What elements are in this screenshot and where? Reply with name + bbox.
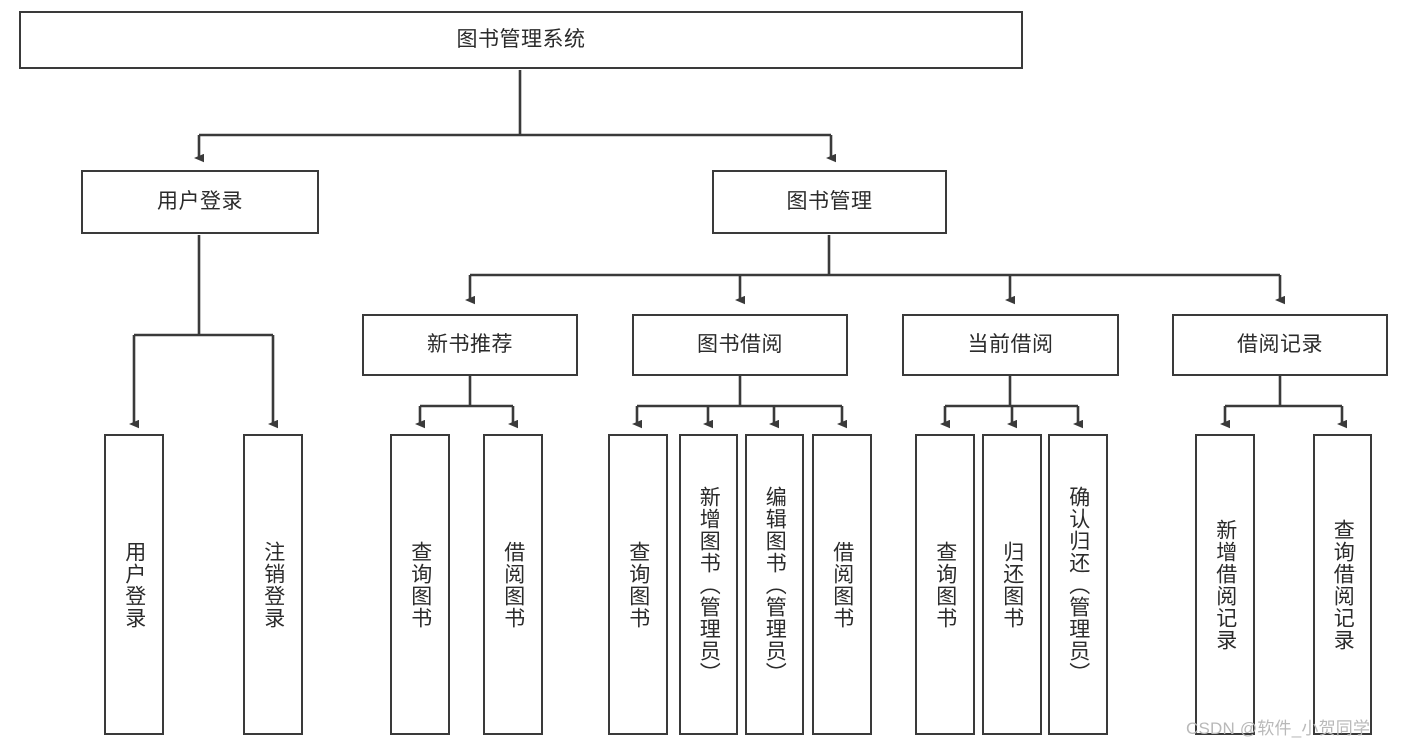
node-leaf-query-book-1-label: 查询图书 — [408, 540, 432, 629]
node-leaf-query-book-1[interactable]: 查询图书 — [390, 434, 450, 735]
node-borrow-record[interactable]: 借阅记录 — [1172, 314, 1388, 376]
node-leaf-query-book-2[interactable]: 查询图书 — [608, 434, 668, 735]
node-leaf-borrow-book-2-label: 借阅图书 — [830, 540, 854, 629]
node-leaf-borrow-book-1-label: 借阅图书 — [501, 540, 525, 629]
node-leaf-query-book-3-label: 查询图书 — [933, 540, 957, 629]
node-new-book-recommend-label: 新书推荐 — [427, 332, 513, 356]
node-root-label: 图书管理系统 — [456, 27, 586, 51]
node-leaf-add-record-label: 新增借阅记录 — [1213, 518, 1237, 651]
node-leaf-confirm-return[interactable]: 确认归还（管理员） — [1048, 434, 1108, 735]
node-leaf-edit-book-label: 编辑图书（管理员） — [763, 485, 787, 684]
node-leaf-add-book[interactable]: 新增图书（管理员） — [679, 434, 738, 735]
node-current-borrow-label: 当前借阅 — [967, 332, 1054, 356]
node-leaf-confirm-return-label: 确认归还（管理员） — [1066, 485, 1090, 684]
node-leaf-return-book-label: 归还图书 — [1000, 540, 1024, 629]
node-leaf-user-login-label: 用户登录 — [122, 540, 146, 629]
node-book-borrow[interactable]: 图书借阅 — [632, 314, 848, 376]
node-borrow-record-label: 借阅记录 — [1237, 332, 1323, 356]
node-leaf-query-book-2-label: 查询图书 — [626, 540, 650, 629]
node-leaf-query-book-3[interactable]: 查询图书 — [915, 434, 975, 735]
node-user-login[interactable]: 用户登录 — [81, 170, 319, 234]
node-leaf-logout-label: 注销登录 — [261, 540, 285, 629]
node-leaf-edit-book[interactable]: 编辑图书（管理员） — [745, 434, 804, 735]
node-leaf-logout[interactable]: 注销登录 — [243, 434, 303, 735]
node-user-login-label: 用户登录 — [157, 189, 243, 213]
node-book-manage[interactable]: 图书管理 — [712, 170, 947, 234]
node-book-manage-label: 图书管理 — [786, 189, 873, 213]
node-leaf-user-login[interactable]: 用户登录 — [104, 434, 164, 735]
node-current-borrow[interactable]: 当前借阅 — [902, 314, 1119, 376]
node-new-book-recommend[interactable]: 新书推荐 — [362, 314, 578, 376]
node-leaf-return-book[interactable]: 归还图书 — [982, 434, 1042, 735]
node-leaf-borrow-book-1[interactable]: 借阅图书 — [483, 434, 543, 735]
watermark: CSDN @软件_小贺同学 — [1186, 719, 1371, 738]
node-root[interactable]: 图书管理系统 — [19, 11, 1023, 69]
node-leaf-query-record-label: 查询借阅记录 — [1331, 518, 1355, 651]
node-leaf-add-book-label: 新增图书（管理员） — [697, 485, 721, 684]
node-leaf-query-record[interactable]: 查询借阅记录 — [1313, 434, 1372, 735]
node-leaf-add-record[interactable]: 新增借阅记录 — [1195, 434, 1255, 735]
node-leaf-borrow-book-2[interactable]: 借阅图书 — [812, 434, 872, 735]
node-book-borrow-label: 图书借阅 — [697, 332, 783, 356]
